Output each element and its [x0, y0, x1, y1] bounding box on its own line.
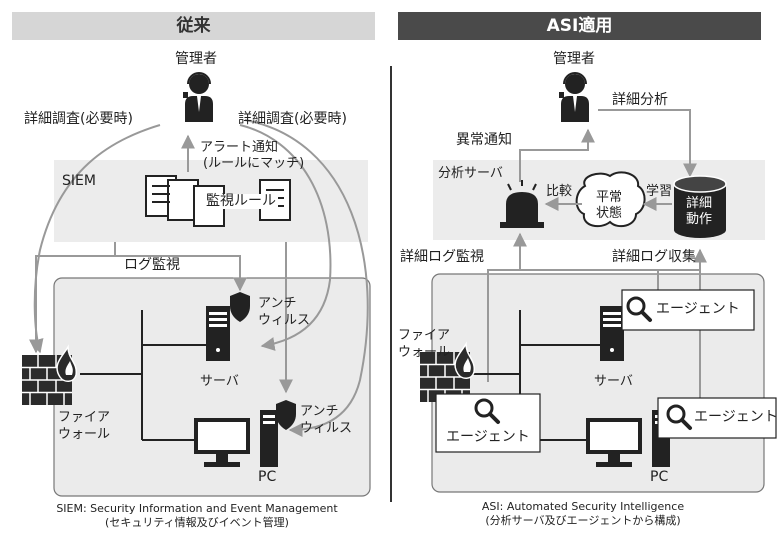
detail-analysis-label: 詳細分析	[612, 92, 668, 108]
left-admin-icon	[182, 72, 214, 123]
right-server-icon	[600, 306, 624, 361]
detail-log-monitor-label: 詳細ログ監視	[400, 249, 484, 265]
left-firewall-label-2: ウォール	[58, 427, 111, 442]
right-pc-label: PC	[650, 469, 669, 485]
right-admin-icon	[558, 72, 590, 123]
normal-state-1: 平常	[596, 190, 623, 205]
rules-label: 監視ルール	[204, 193, 278, 209]
db-label-2: 動作	[686, 212, 713, 227]
alarm-icon	[500, 180, 544, 228]
right-footnote-1: ASI: Automated Security Intelligence	[481, 500, 685, 513]
detail-behavior-db-icon	[673, 175, 727, 238]
agent-firewall-label: エージェント	[446, 429, 530, 445]
left-admin-label: 管理者	[175, 51, 217, 67]
left-pc-label: PC	[258, 469, 277, 485]
right-admin-label: 管理者	[553, 51, 595, 67]
siem-label: SIEM	[62, 173, 96, 189]
left-server-icon	[206, 306, 230, 361]
left-footnote-1: SIEM: Security Information and Event Man…	[56, 502, 338, 515]
alert-label-1: アラート通知	[200, 140, 279, 155]
alert-label-2: (ルールにマッチ)	[203, 156, 305, 171]
left-firewall-icon	[21, 346, 78, 406]
right-firewall-label-2: ウォール	[398, 345, 451, 360]
learn-label: 学習	[646, 184, 673, 199]
left-detail-label-1: 詳細調査(必要時)	[24, 111, 133, 127]
db-label-1: 詳細	[686, 196, 713, 211]
normal-state-2: 状態	[596, 206, 623, 221]
agent-pc-label: エージェント	[694, 409, 778, 425]
header-asi: ASI適用	[398, 12, 761, 40]
left-firewall-label-1: ファイア	[58, 410, 111, 425]
left-pc-av-2: ウィルス	[300, 421, 353, 436]
left-server-av-2: ウィルス	[258, 313, 311, 328]
left-footnote-2: (セキュリティ情報及びイベント管理)	[105, 516, 289, 529]
right-footnote-2: (分析サーバ及びエージェントから構成)	[485, 514, 681, 527]
brain-icon	[575, 171, 646, 228]
detail-log-collect-label: 詳細ログ収集	[612, 249, 696, 265]
anomaly-label: 異常通知	[456, 132, 512, 148]
divider	[390, 66, 392, 502]
left-server-av-1: アンチ	[258, 296, 297, 311]
compare-label: 比較	[546, 184, 573, 199]
analysis-server-label: 分析サーバ	[438, 166, 503, 181]
right-server-label: サーバ	[594, 374, 633, 389]
header-conventional: 従来	[12, 12, 375, 40]
right-firewall-label-1: ファイア	[398, 328, 451, 343]
left-server-label: サーバ	[200, 374, 239, 389]
agent-server-label: エージェント	[656, 301, 740, 317]
log-monitor-label: ログ監視	[124, 257, 180, 273]
left-pc-av-1: アンチ	[300, 404, 339, 419]
left-detail-label-2: 詳細調査(必要時)	[238, 111, 347, 127]
